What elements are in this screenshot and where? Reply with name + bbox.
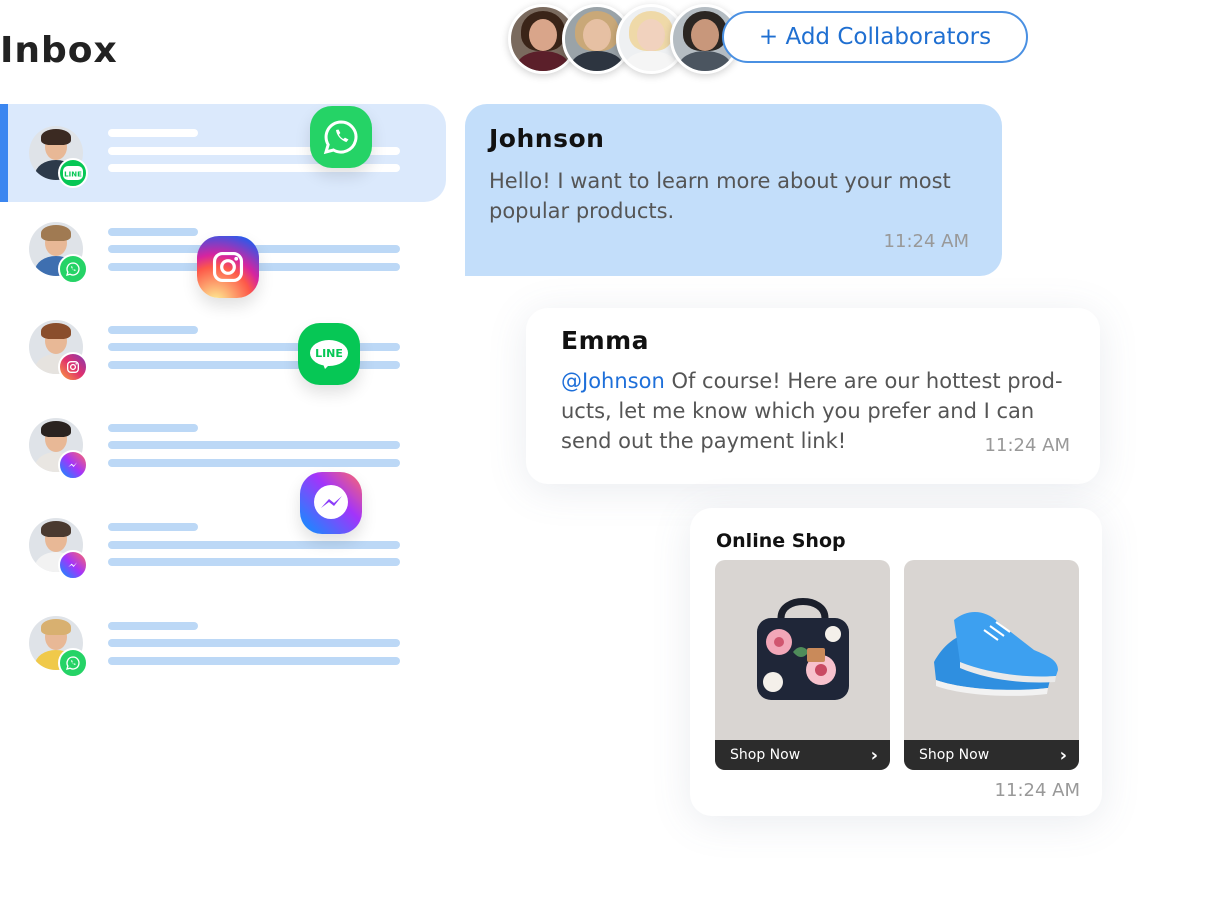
- preview-line: [108, 441, 400, 449]
- shop-now-label: Shop Now: [730, 747, 801, 763]
- message-time: 11:24 AM: [994, 780, 1080, 801]
- message-bubble-emma: Emma @Johnson Of course! Here are our ho…: [526, 308, 1100, 484]
- shop-now-label: Shop Now: [919, 747, 990, 763]
- message-bubble-johnson: Johnson Hello! I want to learn more abou…: [465, 104, 1002, 276]
- messenger-badge-icon: [58, 550, 88, 580]
- sender-name: Emma: [561, 326, 650, 355]
- conversation-item[interactable]: [0, 300, 446, 398]
- svg-text:LINE: LINE: [315, 347, 343, 360]
- preview-line: [108, 541, 400, 549]
- preview-line: [108, 164, 400, 172]
- conversation-item[interactable]: [0, 496, 446, 594]
- add-collaborators-button[interactable]: + Add Collaborators: [722, 11, 1028, 63]
- sender-name: Johnson: [489, 124, 605, 153]
- message-line: send out the payment link!: [561, 429, 847, 453]
- preview-line: [108, 558, 400, 566]
- shop-now-button[interactable]: Shop Now ›: [715, 740, 890, 770]
- active-indicator: [0, 104, 8, 202]
- conversation-item[interactable]: [0, 398, 446, 496]
- preview-line: [108, 147, 400, 155]
- shop-now-button[interactable]: Shop Now ›: [904, 740, 1079, 770]
- preview-line: [108, 657, 400, 665]
- message-text: @Johnson Of course! Here are our hottest…: [561, 366, 1081, 456]
- preview-line: [108, 639, 400, 647]
- whatsapp-icon: [310, 106, 372, 168]
- online-shop-card: Online Shop Shop Now › Shop Now ›: [690, 508, 1102, 816]
- product-card-sneakers[interactable]: Shop Now ›: [904, 560, 1079, 770]
- shop-title: Online Shop: [716, 530, 846, 552]
- preview-line: [108, 228, 198, 236]
- line-badge-icon: LINE: [58, 158, 88, 188]
- whatsapp-badge-icon: [58, 254, 88, 284]
- collaborator-avatar[interactable]: [562, 4, 632, 74]
- whatsapp-badge-icon: [58, 648, 88, 678]
- blue-sneakers-image: [934, 611, 1058, 696]
- preview-line: [108, 361, 400, 369]
- message-line: Of course! Here are our hottest prod-: [664, 369, 1063, 393]
- mention-link[interactable]: @Johnson: [561, 369, 665, 393]
- preview-line: [108, 622, 198, 630]
- chevron-right-icon: ›: [1059, 744, 1067, 766]
- conversation-item[interactable]: LINE: [0, 104, 446, 202]
- preview-line: [108, 343, 400, 351]
- message-time: 11:24 AM: [883, 231, 969, 252]
- collaborator-avatar[interactable]: [670, 4, 740, 74]
- floral-bag-image: [757, 598, 849, 700]
- conversation-item[interactable]: [0, 594, 446, 692]
- inbox-title: Inbox: [0, 30, 118, 71]
- messenger-icon: [300, 472, 362, 534]
- messenger-badge-icon: [58, 450, 88, 480]
- message-time: 11:24 AM: [984, 435, 1070, 456]
- message-text: Hello! I want to learn more about your m…: [489, 169, 951, 223]
- preview-line: [108, 523, 198, 531]
- svg-text:LINE: LINE: [64, 171, 82, 179]
- preview-line: [108, 326, 198, 334]
- message-line: ucts, let me know which you prefer and I…: [561, 399, 1035, 423]
- preview-line: [108, 424, 198, 432]
- preview-line: [108, 129, 198, 137]
- chevron-right-icon: ›: [870, 744, 878, 766]
- product-card-bag[interactable]: Shop Now ›: [715, 560, 890, 770]
- avatar: [29, 418, 83, 472]
- avatar: [29, 518, 83, 572]
- line-icon: LINE: [298, 323, 360, 385]
- preview-line: [108, 459, 400, 467]
- instagram-icon: [197, 236, 259, 298]
- instagram-badge-icon: [58, 352, 88, 382]
